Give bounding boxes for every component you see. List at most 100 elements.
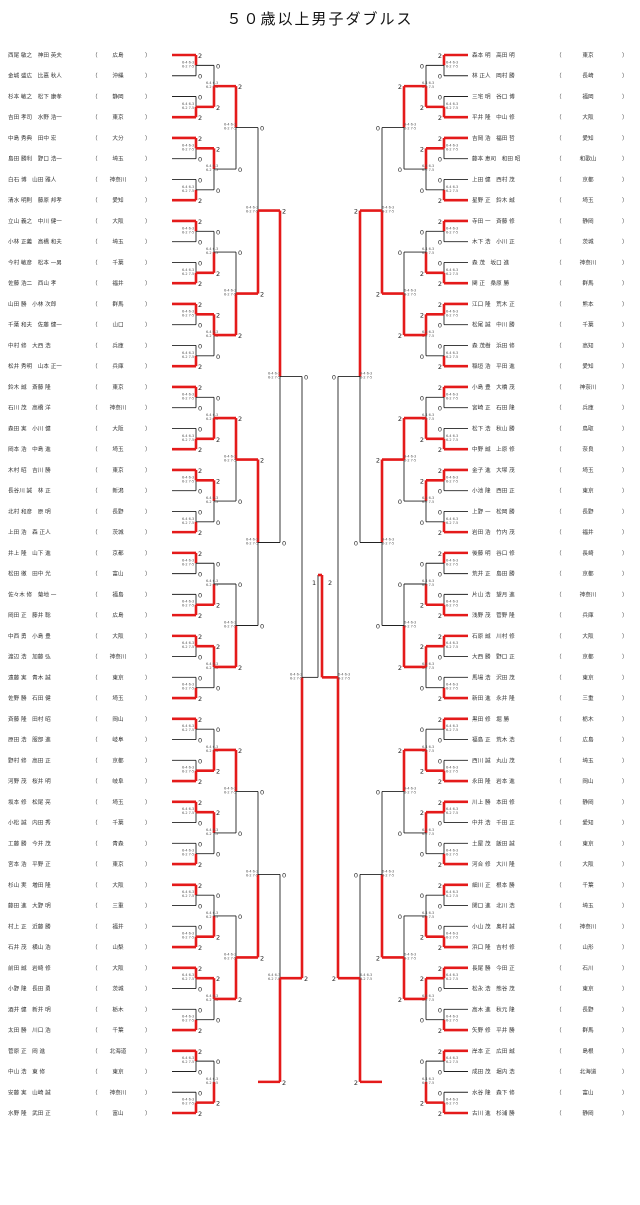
game-score: 6-2 7-5 xyxy=(446,894,458,898)
set-score: 2 xyxy=(420,104,424,112)
set-score: 0 xyxy=(198,571,202,579)
game-score: 6-2 7-5 xyxy=(404,293,416,297)
game-score: 6-4 6-3 xyxy=(206,496,218,500)
entry-prefecture: 静岡 xyxy=(112,92,124,100)
entry-paren-close: ） xyxy=(622,674,628,681)
entry-name: 松永 浩 熊谷 茂 xyxy=(472,985,515,993)
entry-paren-close: ） xyxy=(622,571,628,578)
entry-name: 岸本 正 広田 誠 xyxy=(472,1047,515,1055)
set-score: 2 xyxy=(438,446,442,454)
entry-name: 川上 勝 本田 修 xyxy=(472,798,515,806)
entry-paren-close: ） xyxy=(145,612,151,619)
game-score: 6-4 6-3 xyxy=(206,81,218,85)
game-score: 6-2 7-5 xyxy=(182,1102,194,1106)
entry-paren-close: ） xyxy=(145,1027,151,1034)
set-score: 2 xyxy=(198,529,202,537)
entry-paren-open: （ xyxy=(556,944,562,951)
entry-name: 宮崎 正 石田 隆 xyxy=(472,404,515,412)
entry-prefecture: 東京 xyxy=(112,113,124,121)
game-score: 6-2 7-5 xyxy=(182,811,194,815)
set-score: 0 xyxy=(216,394,220,402)
game-score: 6-4 6-3 xyxy=(422,496,434,500)
game-score: 6-2 7-5 xyxy=(206,1081,218,1085)
set-score: 0 xyxy=(420,685,424,693)
entry-paren-open: （ xyxy=(92,757,98,764)
entry-prefecture: 神奈川 xyxy=(580,258,597,266)
entry-paren-close: ） xyxy=(145,135,151,142)
game-score: 6-2 7-5 xyxy=(446,853,458,857)
entry-name: 大西 勝 野口 正 xyxy=(472,653,515,661)
set-score: 2 xyxy=(198,1048,202,1056)
entry-name: 中井 浩 千田 正 xyxy=(472,819,515,827)
entry-paren-close: ） xyxy=(622,654,628,661)
game-score: 6-2 7-5 xyxy=(446,313,458,317)
set-score: 2 xyxy=(420,934,424,942)
set-score: 0 xyxy=(438,840,442,848)
set-score: 2 xyxy=(198,965,202,973)
entry-paren-open: （ xyxy=(556,488,562,495)
game-score: 6-4 6-3 xyxy=(182,268,194,272)
game-score: 6-4 6-3 xyxy=(422,247,434,251)
game-score: 6-2 7-5 xyxy=(224,624,236,628)
game-score: 6-2 7-5 xyxy=(182,479,194,483)
set-score: 0 xyxy=(216,1017,220,1025)
game-score: 6-2 7-5 xyxy=(422,749,434,753)
set-score: 2 xyxy=(198,633,202,641)
entry-paren-open: （ xyxy=(556,363,562,370)
entry-name: 佐々木 修 菊地 一 xyxy=(8,590,57,598)
set-score: 2 xyxy=(238,415,242,423)
game-score: 6-2 7-5 xyxy=(446,728,458,732)
set-score: 2 xyxy=(420,436,424,444)
entry-prefecture: 埼玉 xyxy=(582,196,594,204)
set-score: 2 xyxy=(238,996,242,1004)
game-score: 6-2 7-5 xyxy=(422,915,434,919)
entry-paren-open: （ xyxy=(556,73,562,80)
entry-paren-close: ） xyxy=(622,405,628,412)
game-score: 6-2 7-5 xyxy=(446,230,458,234)
set-score: 2 xyxy=(260,291,264,299)
entry-name: 星野 正 鈴木 誠 xyxy=(472,196,515,204)
set-score: 0 xyxy=(420,187,424,195)
entry-name: 佐藤 浩二 西山 孝 xyxy=(8,279,57,287)
entry-paren-open: （ xyxy=(92,1006,98,1013)
entry-prefecture: 福井 xyxy=(112,922,124,930)
entry-prefecture: 東京 xyxy=(582,839,594,847)
game-score: 6-4 6-3 xyxy=(182,1098,194,1102)
entry-name: 中島 秀典 田中 宏 xyxy=(8,134,57,142)
set-score: 0 xyxy=(376,125,380,133)
set-score: 0 xyxy=(420,1058,424,1066)
set-score: 2 xyxy=(216,436,220,444)
entry-paren-close: ） xyxy=(622,757,628,764)
entry-paren-close: ） xyxy=(145,944,151,951)
entry-prefecture: 埼玉 xyxy=(112,694,124,702)
set-score: 2 xyxy=(216,104,220,112)
entry-paren-close: ） xyxy=(145,52,151,59)
set-score: 2 xyxy=(398,415,402,423)
game-score: 6-4 6-3 xyxy=(182,309,194,313)
game-score: 6-2 7-5 xyxy=(206,168,218,172)
entry-paren-close: ） xyxy=(145,737,151,744)
entry-name: 金城 盛広 比嘉 秋人 xyxy=(8,72,62,80)
set-score: 2 xyxy=(398,747,402,755)
game-score: 6-4 6-3 xyxy=(446,890,458,894)
entry-prefecture: 福岡 xyxy=(582,92,594,100)
game-score: 6-2 7-5 xyxy=(182,728,194,732)
entry-prefecture: 島根 xyxy=(582,1047,594,1055)
game-score: 6-2 7-5 xyxy=(446,396,458,400)
entry-name: 藤田 進 大野 明 xyxy=(8,902,51,910)
entry-prefecture: 福井 xyxy=(582,528,594,536)
entry-paren-open: （ xyxy=(92,550,98,557)
entry-name: 太田 勝 川口 浩 xyxy=(8,1026,51,1034)
set-score: 0 xyxy=(438,73,442,81)
set-score: 2 xyxy=(438,384,442,392)
game-score: 6-2 7-5 xyxy=(182,853,194,857)
game-score: 6-4 6-3 xyxy=(446,185,458,189)
entry-paren-close: ） xyxy=(622,135,628,142)
entry-name: 河合 修 大川 隆 xyxy=(472,860,515,868)
entry-name: 立山 義之 中川 健一 xyxy=(8,217,62,225)
game-score: 6-4 6-3 xyxy=(446,392,458,396)
entry-paren-close: ） xyxy=(622,176,628,183)
entry-prefecture: 東京 xyxy=(582,985,594,993)
entry-prefecture: 三重 xyxy=(582,694,594,702)
entry-prefecture: 埼玉 xyxy=(112,238,124,246)
